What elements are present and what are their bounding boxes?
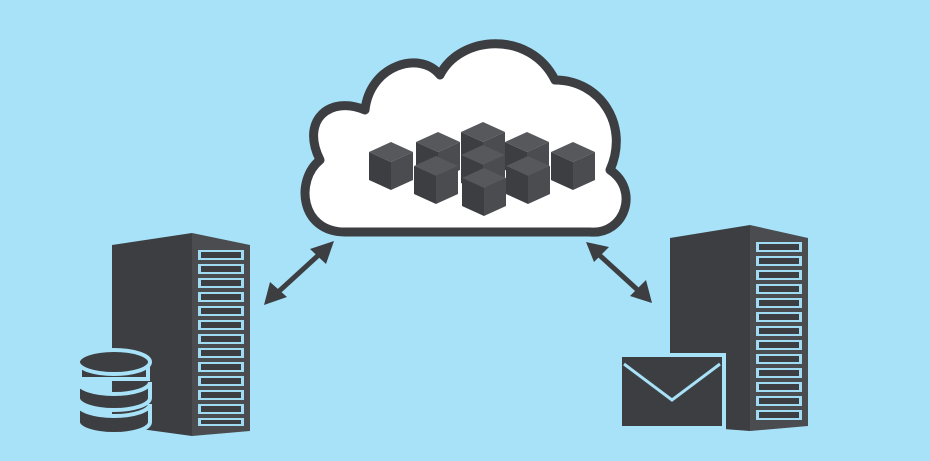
double-arrow-icon xyxy=(264,241,334,305)
double-arrow-icon xyxy=(586,242,652,303)
envelope-icon xyxy=(618,353,726,430)
server-rack-icon xyxy=(112,233,250,436)
database-icon xyxy=(76,348,152,436)
